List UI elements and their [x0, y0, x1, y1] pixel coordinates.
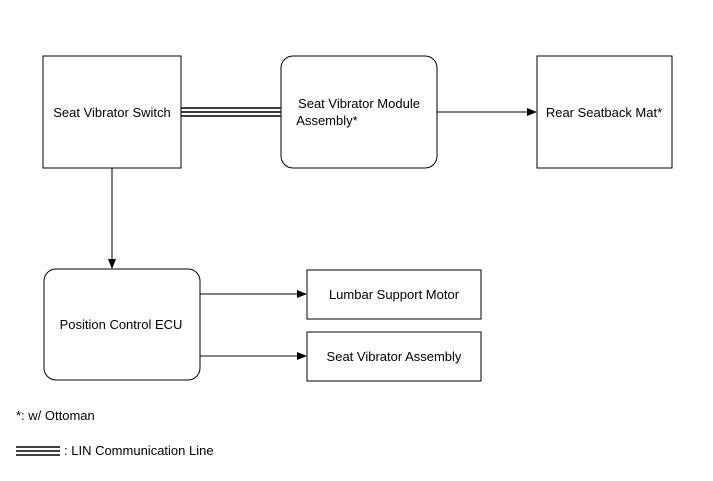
- lin-legend-label: : LIN Communication Line: [64, 443, 214, 458]
- seat-vibrator-module-block: Seat Vibrator Module Assembly*: [280, 55, 438, 169]
- seat-vibrator-module-label-line2: Assembly*: [296, 113, 357, 128]
- lin-line-switch-to-module: [181, 107, 281, 117]
- seat-vibrator-switch-block: Seat Vibrator Switch: [42, 55, 182, 169]
- seat-vibrator-assembly-block: Seat Vibrator Assembly: [306, 331, 482, 382]
- lin-legend-symbol: [16, 446, 60, 456]
- rear-seatback-mat-block: Rear Seatback Mat*: [536, 55, 673, 169]
- position-control-ecu-label: Position Control ECU: [60, 317, 183, 332]
- ottoman-footnote: *: w/ Ottoman: [16, 408, 95, 423]
- seat-vibrator-switch-label: Seat Vibrator Switch: [53, 105, 171, 120]
- lumbar-support-motor-label: Lumbar Support Motor: [329, 287, 460, 302]
- lumbar-support-motor-block: Lumbar Support Motor: [306, 269, 482, 320]
- seat-vibrator-assembly-label: Seat Vibrator Assembly: [327, 349, 462, 364]
- position-control-ecu-block: Position Control ECU: [43, 268, 201, 381]
- rear-seatback-mat-label: Rear Seatback Mat*: [546, 105, 662, 120]
- seat-vibrator-module-label-line1: Seat Vibrator Module: [298, 96, 420, 111]
